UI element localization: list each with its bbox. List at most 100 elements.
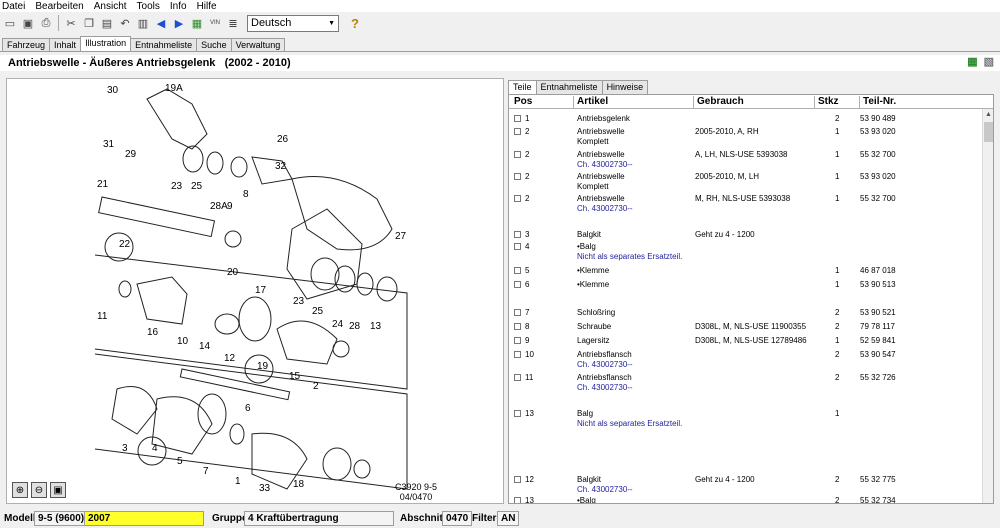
callout-label[interactable]: 24	[332, 319, 344, 330]
zoom-out-icon[interactable]: ⊖	[31, 482, 47, 498]
tab-hinweise[interactable]: Hinweise	[601, 80, 649, 94]
callout-label[interactable]: 6	[245, 403, 251, 414]
callout-label[interactable]: 10	[177, 336, 189, 347]
col-header-gebrauch[interactable]: Gebrauch	[693, 96, 744, 108]
row-checkbox[interactable]	[514, 497, 521, 503]
col-header-artikel[interactable]: Artikel	[573, 96, 608, 108]
callout-label[interactable]: 29	[125, 149, 137, 160]
history-icon[interactable]: ≣	[228, 17, 238, 30]
menu-tools[interactable]: Tools	[136, 0, 160, 12]
new-icon[interactable]: ▭	[4, 17, 16, 30]
help-icon[interactable]: ?	[351, 15, 359, 31]
callout-label[interactable]: 27	[395, 231, 407, 242]
language-select[interactable]: Deutsch ▼	[247, 14, 339, 32]
callout-label[interactable]: 1	[235, 476, 241, 487]
paste-icon[interactable]: ▤	[101, 17, 113, 30]
callout-label[interactable]: 28	[349, 321, 361, 332]
back-arrow-icon[interactable]: ◀	[156, 17, 166, 30]
callout-label[interactable]: 19A	[165, 83, 183, 94]
row-checkbox[interactable]	[514, 309, 521, 316]
row-checkbox[interactable]	[514, 267, 521, 274]
callout-label[interactable]: 8	[243, 189, 249, 200]
menu-bearbeiten[interactable]: Bearbeiten	[35, 0, 84, 12]
row-checkbox[interactable]	[514, 323, 521, 330]
row-checkbox[interactable]	[514, 231, 521, 238]
forward-arrow-icon[interactable]: ▶	[174, 17, 184, 30]
tab-entnahmeliste-right[interactable]: Entnahmeliste	[535, 80, 603, 94]
zoom-in-icon[interactable]: ⊕	[12, 482, 28, 498]
row-checkbox[interactable]	[514, 410, 521, 417]
callout-label[interactable]: 3	[122, 443, 128, 454]
row-checkbox[interactable]	[514, 337, 521, 344]
row-checkbox[interactable]	[514, 151, 521, 158]
add-to-list-icon[interactable]: ▦	[967, 56, 978, 68]
row-checkbox[interactable]	[514, 115, 521, 122]
callout-label[interactable]: 25	[191, 181, 203, 192]
tab-suche[interactable]: Suche	[196, 38, 232, 51]
note-icon[interactable]: ▧	[983, 56, 994, 68]
row-checkbox[interactable]	[514, 128, 521, 135]
cell-artikel: Antriebswelle	[577, 150, 625, 159]
callout-label[interactable]: 2	[313, 381, 319, 392]
vin-icon[interactable]: VIN	[209, 20, 220, 26]
callout-label[interactable]: 32	[275, 161, 287, 172]
menu-ansicht[interactable]: Ansicht	[93, 0, 127, 12]
save-icon[interactable]: ▣	[22, 17, 34, 30]
col-header-teil-nr[interactable]: Teil-Nr.	[859, 96, 896, 108]
parts-scrollbar[interactable]: ▲	[982, 109, 993, 503]
callout-label[interactable]: 16	[147, 327, 159, 338]
callout-label[interactable]: 13	[370, 321, 382, 332]
callout-label[interactable]: 4	[152, 443, 158, 454]
undo-icon[interactable]: ↶	[120, 17, 130, 30]
print-icon[interactable]: ⎙	[41, 16, 51, 29]
tab-illustration[interactable]: Illustration	[80, 36, 132, 51]
menu-info[interactable]: Info	[169, 0, 187, 12]
callout-label[interactable]: 19	[257, 361, 269, 372]
row-checkbox[interactable]	[514, 281, 521, 288]
row-checkbox[interactable]	[514, 476, 521, 483]
callout-label[interactable]: 17	[255, 285, 267, 296]
row-checkbox[interactable]	[514, 243, 521, 250]
fit-page-icon[interactable]: ▣	[50, 482, 66, 498]
tab-entnahmeliste[interactable]: Entnahmeliste	[130, 38, 198, 51]
clipboard-icon[interactable]: ▥	[137, 17, 149, 30]
scroll-up-icon[interactable]: ▲	[985, 111, 992, 118]
col-header-stkz[interactable]: Stkz	[814, 96, 839, 108]
tab-fahrzeug[interactable]: Fahrzeug	[2, 38, 51, 51]
callout-label[interactable]: 28A	[210, 201, 228, 212]
callout-label[interactable]: 23	[171, 181, 183, 192]
callout-label[interactable]: 18	[293, 479, 305, 490]
callout-label[interactable]: 14	[199, 341, 211, 352]
callout-label[interactable]: 11	[97, 311, 108, 322]
callout-label[interactable]: 20	[227, 267, 239, 278]
row-checkbox[interactable]	[514, 374, 521, 381]
callout-label[interactable]: 30	[107, 85, 119, 96]
callout-label[interactable]: 7	[203, 466, 209, 477]
callout-label[interactable]: 23	[293, 296, 305, 307]
tab-inhalt[interactable]: Inhalt	[49, 38, 82, 51]
callout-label[interactable]: 5	[177, 456, 183, 467]
callout-label[interactable]: 9	[227, 201, 233, 212]
callout-label[interactable]: 15	[289, 371, 301, 382]
export-icon[interactable]: ▦	[191, 17, 203, 30]
tab-verwaltung[interactable]: Verwaltung	[230, 38, 286, 51]
callout-label[interactable]: 31	[103, 139, 115, 150]
row-checkbox[interactable]	[514, 173, 521, 180]
cut-icon[interactable]: ✂	[66, 17, 76, 30]
callout-label[interactable]: 12	[224, 353, 236, 364]
callout-label[interactable]: 22	[119, 239, 131, 250]
cell-gebrauch: M, RH, NLS-USE 5393038	[695, 194, 791, 203]
row-checkbox[interactable]	[514, 351, 521, 358]
tab-teile[interactable]: Teile	[508, 80, 537, 94]
row-checkbox[interactable]	[514, 195, 521, 202]
callout-label[interactable]: 21	[97, 179, 109, 190]
col-header-pos[interactable]: Pos	[514, 96, 533, 107]
callout-label[interactable]: 33	[259, 483, 271, 494]
menu-hilfe[interactable]: Hilfe	[196, 0, 217, 12]
copy-icon[interactable]: ❐	[84, 17, 94, 30]
menu-datei[interactable]: Datei	[2, 0, 26, 12]
callout-label[interactable]: 25	[312, 306, 324, 317]
callout-label[interactable]: 26	[277, 134, 289, 145]
cell-teil-nr: 53 90 513	[860, 280, 896, 289]
scroll-thumb[interactable]	[984, 122, 993, 142]
